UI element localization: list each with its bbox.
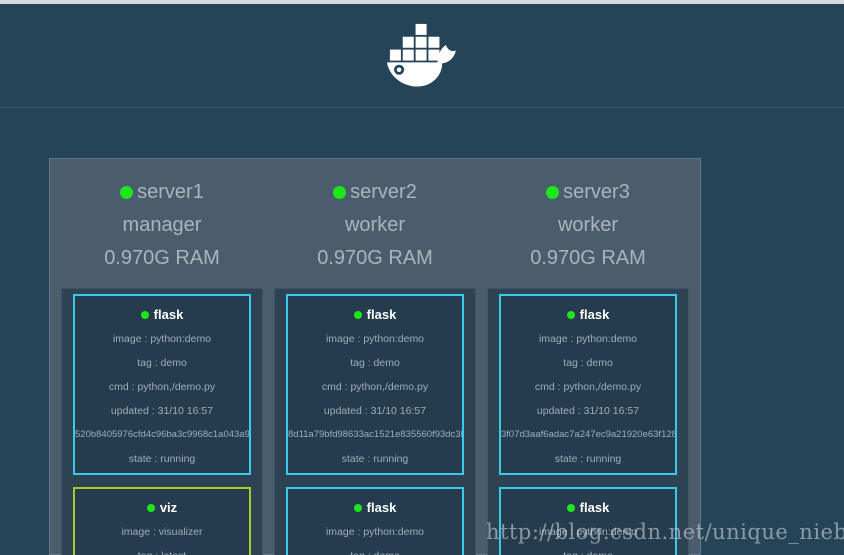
container-name: flask <box>366 500 397 515</box>
container-detail-updated: updated : 31/10 16:57 <box>323 405 427 417</box>
container-detail-tag: tag : latest <box>75 544 249 555</box>
node-column-server3: server3 worker 0.970G RAM flask image : … <box>487 159 689 555</box>
container-card-flask: flask image : python:demo tag : demo <box>286 487 464 555</box>
node-name: server3 <box>563 181 630 203</box>
node-role: manager <box>122 214 202 236</box>
node-containers-panel: flask image : python:demo tag : demo cmd… <box>487 288 689 555</box>
container-status-dot-icon <box>353 311 362 319</box>
container-detail-image: image : python:demo <box>538 333 638 345</box>
container-detail-cmd: cmd : python,/demo.py <box>534 381 642 393</box>
docker-whale-logo-icon <box>385 23 459 94</box>
node-status-dot-icon <box>333 186 347 199</box>
container-detail-tag: tag : demo <box>501 544 675 555</box>
node-title: server2 worker 0.970G RAM <box>274 159 476 275</box>
node-column-server2: server2 worker 0.970G RAM flask image : … <box>274 159 476 555</box>
container-detail-image: image : python:demo <box>325 333 425 345</box>
container-status-dot-icon <box>566 311 575 319</box>
node-status-dot-icon <box>546 186 560 199</box>
container-detail-image: image : python:demo <box>538 526 638 538</box>
node-containers-panel: flask image : python:demo tag : demo cmd… <box>61 288 263 555</box>
node-role: worker <box>557 214 618 236</box>
container-detail-tag: tag : demo <box>563 357 613 369</box>
container-detail-cmd: cmd : python,/demo.py <box>321 381 429 393</box>
csdn-watermark: http://blog.csdn.net/unique_niebie <box>486 520 844 544</box>
container-detail-id: 3f07d3aaf6adac7a247ec9a21920e63f128 <box>501 429 677 440</box>
container-detail-updated: updated : 31/10 16:57 <box>536 405 640 417</box>
container-detail-state: state : running <box>128 453 196 465</box>
container-status-dot-icon <box>566 504 575 512</box>
node-title: server3 worker 0.970G RAM <box>487 159 689 275</box>
container-name: flask <box>366 307 397 322</box>
node-ram: 0.970G RAM <box>530 247 646 269</box>
container-card-flask: flask image : python:demo tag : demo <box>499 487 677 555</box>
container-name: flask <box>579 307 610 322</box>
container-detail-image: image : visualizer <box>121 526 203 538</box>
node-ram: 0.970G RAM <box>317 247 433 269</box>
container-card-flask: flask image : python:demo tag : demo cmd… <box>286 294 464 475</box>
container-detail-id: 520b8405976cfd4c96ba3c9968c1a043a98 <box>75 429 251 440</box>
container-status-dot-icon <box>353 504 362 512</box>
container-detail-state: state : running <box>341 453 409 465</box>
container-detail-cmd: cmd : python,/demo.py <box>108 381 216 393</box>
node-status-dot-icon <box>120 186 134 199</box>
container-detail-updated: updated : 31/10 16:57 <box>110 405 214 417</box>
swarm-visualizer-panel: server1 manager 0.970G RAM flask image :… <box>49 158 701 555</box>
container-status-dot-icon <box>146 504 155 512</box>
container-detail-tag: tag : demo <box>288 544 462 555</box>
container-card-flask: flask image : python:demo tag : demo cmd… <box>73 294 251 475</box>
container-name: flask <box>153 307 184 322</box>
browser-top-strip <box>0 0 844 4</box>
node-column-server1: server1 manager 0.970G RAM flask image :… <box>61 159 263 555</box>
container-card-flask: flask image : python:demo tag : demo cmd… <box>499 294 677 475</box>
node-role: worker <box>344 214 405 236</box>
container-detail-tag: tag : demo <box>350 357 400 369</box>
node-name: server1 <box>137 181 204 203</box>
node-containers-panel: flask image : python:demo tag : demo cmd… <box>274 288 476 555</box>
app-header <box>0 4 844 108</box>
node-name: server2 <box>350 181 417 203</box>
container-detail-tag: tag : demo <box>137 357 187 369</box>
container-name: viz <box>159 500 178 515</box>
container-name: flask <box>579 500 610 515</box>
node-ram: 0.970G RAM <box>104 247 220 269</box>
node-title: server1 manager 0.970G RAM <box>61 159 263 275</box>
container-card-viz: viz image : visualizer tag : latest <box>73 487 251 555</box>
container-detail-id: 8d11a79bfd98633ac1521e835560f93dc3b <box>288 429 464 440</box>
container-detail-image: image : python:demo <box>112 333 212 345</box>
container-status-dot-icon <box>140 311 149 319</box>
container-detail-state: state : running <box>554 453 622 465</box>
container-detail-image: image : python:demo <box>325 526 425 538</box>
